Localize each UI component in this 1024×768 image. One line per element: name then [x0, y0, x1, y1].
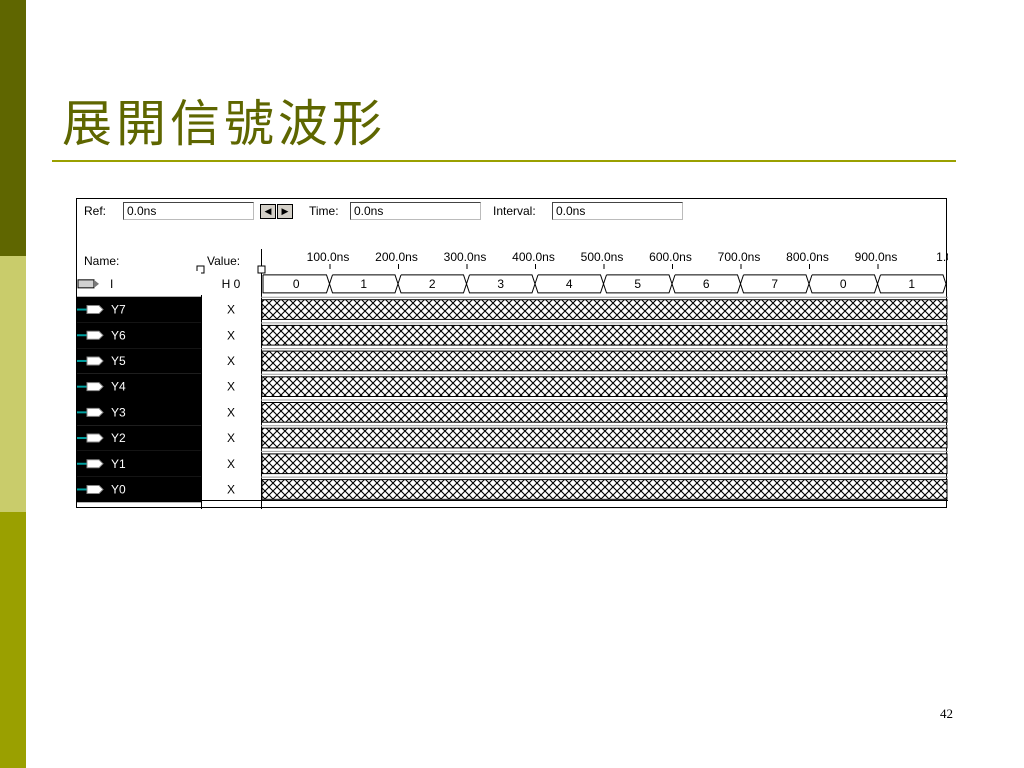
output-pin-icon	[86, 484, 104, 494]
time-tick-label: 1.0	[936, 250, 948, 264]
bus-value: 7	[771, 277, 778, 291]
bus-value: 0	[840, 277, 847, 291]
signal-value: X	[227, 457, 235, 471]
signal-name: Y0	[111, 482, 126, 496]
output-pin-icon	[86, 330, 104, 340]
unknown-waveform	[261, 479, 948, 500]
unknown-waveform	[261, 402, 948, 423]
signal-name: Y4	[111, 380, 126, 394]
time-tick-label: 900.0ns	[855, 250, 898, 264]
signal-value: X	[227, 482, 235, 496]
time-field[interactable]: 0.0ns	[350, 202, 481, 220]
signal-value: X	[227, 405, 235, 419]
time-label: Time:	[309, 204, 339, 218]
bus-segment	[534, 274, 605, 294]
output-pin-icon	[86, 407, 104, 417]
arrow-right-icon[interactable]: ▶	[277, 204, 293, 219]
bus-value: 0	[293, 277, 300, 291]
time-tick-label: 400.0ns	[512, 250, 555, 264]
unknown-waveform	[261, 350, 948, 372]
signal-name: Y5	[111, 354, 126, 368]
bus-segment	[465, 274, 536, 294]
name-header: Name:	[84, 254, 119, 268]
page-number: 42	[940, 706, 953, 721]
signal-name: Y7	[111, 303, 126, 317]
signal-name: Y1	[111, 457, 126, 471]
bus-segment	[602, 274, 673, 294]
title-underline	[52, 160, 956, 162]
value-header: Value:	[207, 254, 240, 268]
bus-segment	[671, 274, 742, 294]
bus-value: 4	[566, 277, 573, 291]
time-tick-label: 100.0ns	[307, 250, 350, 264]
signal-name: Y3	[111, 405, 126, 419]
slide-title: 展開信號波形	[62, 95, 386, 153]
accent-bar-middle	[0, 256, 26, 512]
time-tick-label: 600.0ns	[649, 250, 692, 264]
signal-value: H 0	[222, 277, 241, 291]
input-pin-icon	[77, 279, 95, 289]
input-pin-arrow	[94, 279, 99, 288]
time-tick-label: 300.0ns	[444, 250, 487, 264]
accent-bar-bottom	[0, 512, 26, 768]
signal-value: X	[227, 380, 235, 394]
bus-value: 5	[634, 277, 641, 291]
output-pin-icon	[86, 382, 104, 392]
signal-value: X	[227, 303, 235, 317]
unknown-waveform	[261, 324, 948, 346]
arrow-left-icon[interactable]: ◀	[260, 204, 276, 219]
output-pin-icon	[86, 305, 104, 315]
bus-value: 1	[360, 277, 367, 291]
interval-field[interactable]: 0.0ns	[552, 202, 683, 220]
unknown-waveform	[261, 453, 948, 475]
bus-segment	[876, 274, 947, 294]
bus-value: 6	[703, 277, 710, 291]
signal-value: X	[227, 431, 235, 445]
output-pin-icon	[86, 433, 104, 443]
signal-name: Y2	[111, 431, 126, 445]
ref-label: Ref:	[84, 204, 107, 218]
unknown-waveform	[261, 427, 948, 449]
bus-value: 1	[908, 277, 915, 291]
unknown-waveform	[261, 299, 948, 320]
signal-name: I	[110, 277, 113, 291]
unknown-waveform	[261, 376, 948, 398]
signal-value: X	[227, 354, 235, 368]
bus-value: 2	[429, 277, 436, 291]
bus-segment	[739, 274, 810, 294]
accent-bar-top	[0, 0, 26, 256]
signal-value: X	[227, 328, 235, 342]
output-pin-icon	[86, 459, 104, 469]
bus-segment	[262, 274, 331, 294]
time-tick-label: 700.0ns	[718, 250, 761, 264]
signal-name: Y6	[111, 328, 126, 342]
bus-segment	[808, 274, 879, 294]
ref-field[interactable]: 0.0ns	[123, 202, 254, 220]
bus-value: 3	[497, 277, 504, 291]
column-resize-handle	[257, 265, 266, 274]
output-pin-icon	[86, 356, 104, 366]
waveform-editor: Ref: 0.0ns ◀ ▶ Time: 0.0ns Interval: 0.0…	[76, 198, 948, 509]
time-tick-label: 800.0ns	[786, 250, 829, 264]
bus-segment	[328, 274, 399, 294]
bus-segment	[397, 274, 468, 294]
time-tick-label: 500.0ns	[581, 250, 624, 264]
interval-label: Interval:	[493, 204, 536, 218]
time-tick-label: 200.0ns	[375, 250, 418, 264]
